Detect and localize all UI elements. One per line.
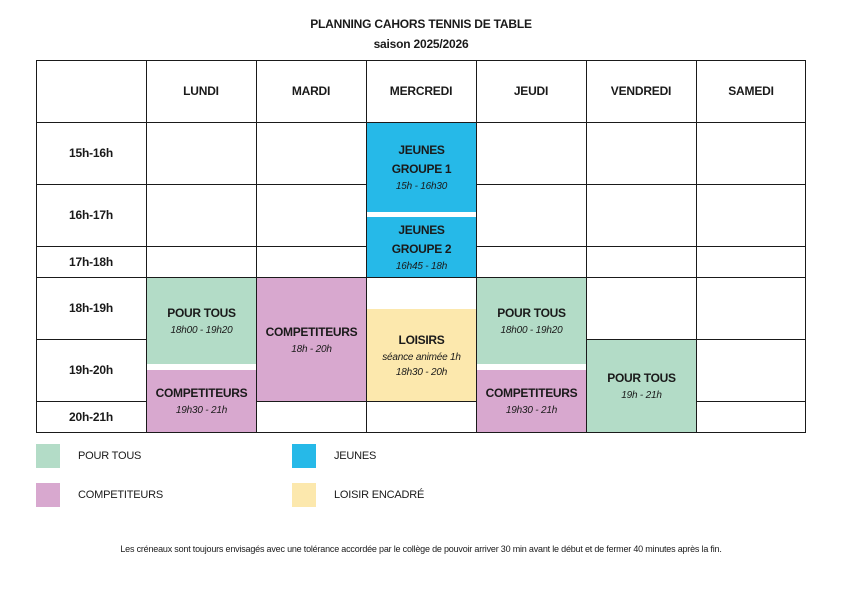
slot-pour-tous-lundi: POUR TOUS 18h00 - 19h20 [147, 278, 256, 364]
slot-jeunes-groupe-2: JEUNES GROUPE 2 16h45 - 18h [367, 217, 476, 277]
grid-line [256, 60, 257, 433]
grid-line [36, 432, 806, 433]
grid-line [36, 401, 806, 402]
slot-name: COMPETITEURS [485, 386, 578, 400]
legend-label-loisir: LOISIR ENCADRÉ [334, 489, 425, 501]
day-header-mercredi: MERCREDI [389, 84, 453, 98]
slot-time: 19h - 21h [621, 390, 662, 401]
slot-jeunes-groupe-1: JEUNES GROUPE 1 15h - 16h30 [367, 123, 476, 212]
grid-line [36, 277, 806, 278]
slot-name: JEUNES [398, 222, 445, 237]
slot-name: COMPETITEURS [265, 324, 358, 339]
slot-time: 18h00 - 19h20 [170, 325, 233, 336]
grid-line [146, 60, 147, 433]
legend-label-competiteurs: COMPETITEURS [78, 489, 163, 501]
grid-line [36, 60, 806, 61]
slot-pour-tous-jeudi: POUR TOUS 18h00 - 19h20 [477, 278, 586, 364]
grid-line [805, 60, 806, 433]
slot-competiteurs-mardi: COMPETITEURS 18h - 20h [257, 278, 366, 401]
hour-label: 15h-16h [69, 146, 113, 160]
legend-label-pour-tous: POUR TOUS [78, 450, 142, 462]
day-header-mardi: MARDI [291, 84, 331, 98]
slot-name: COMPETITEURS [155, 386, 248, 400]
hour-label: 17h-18h [69, 254, 113, 269]
legend-swatch-jeunes [292, 444, 316, 468]
slot-name: GROUPE 1 [391, 162, 452, 176]
slot-competiteurs-jeudi: COMPETITEURS 19h30 - 21h [477, 370, 586, 432]
hour-label: 20h-21h [69, 409, 113, 424]
slot-name: LOISIRS [398, 332, 445, 347]
slot-note: séance animée 1h [382, 351, 461, 363]
legend-label-jeunes: JEUNES [334, 450, 377, 462]
hour-label: 16h-17h [69, 208, 113, 222]
slot-time: 15h - 16h30 [395, 181, 448, 192]
slot-competiteurs-lundi: COMPETITEURS 19h30 - 21h [147, 370, 256, 432]
grid-line [696, 60, 697, 433]
grid-line [36, 60, 37, 433]
day-header-samedi: SAMEDI [728, 84, 774, 98]
grid-line [586, 60, 587, 433]
hour-label: 19h-20h [69, 363, 113, 377]
day-header-jeudi: JEUDI [513, 84, 549, 98]
footnote: Les créneaux sont toujours envisagés ave… [120, 544, 722, 554]
slot-loisirs-mercredi: LOISIRS séance animée 1h 18h30 - 20h [367, 309, 476, 401]
day-header-vendredi: VENDREDI [610, 84, 672, 98]
hour-label: 18h-19h [69, 301, 113, 315]
legend-swatch-loisir [292, 483, 316, 507]
page-title: PLANNING CAHORS TENNIS DE TABLE [310, 17, 532, 31]
slot-time: 19h30 - 21h [175, 405, 228, 416]
grid-line [366, 60, 367, 433]
page-subtitle: saison 2025/2026 [373, 37, 469, 51]
slot-name: POUR TOUS [497, 306, 566, 320]
slot-pour-tous-vendredi: POUR TOUS 19h - 21h [587, 340, 696, 432]
slot-name: GROUPE 2 [391, 241, 452, 256]
slot-time: 19h30 - 21h [505, 405, 558, 416]
slot-time: 18h00 - 19h20 [500, 325, 563, 336]
grid-line [476, 60, 477, 433]
slot-time: 16h45 - 18h [395, 260, 448, 272]
day-header-lundi: LUNDI [183, 84, 219, 98]
slot-name: POUR TOUS [607, 371, 676, 385]
slot-time: 18h - 20h [291, 343, 332, 355]
slot-name: POUR TOUS [167, 306, 236, 320]
legend-swatch-pour-tous [36, 444, 60, 468]
slot-time: 18h30 - 20h [395, 366, 448, 378]
grid-line [36, 122, 806, 123]
legend-swatch-competiteurs [36, 483, 60, 507]
slot-name: JEUNES [398, 143, 445, 157]
